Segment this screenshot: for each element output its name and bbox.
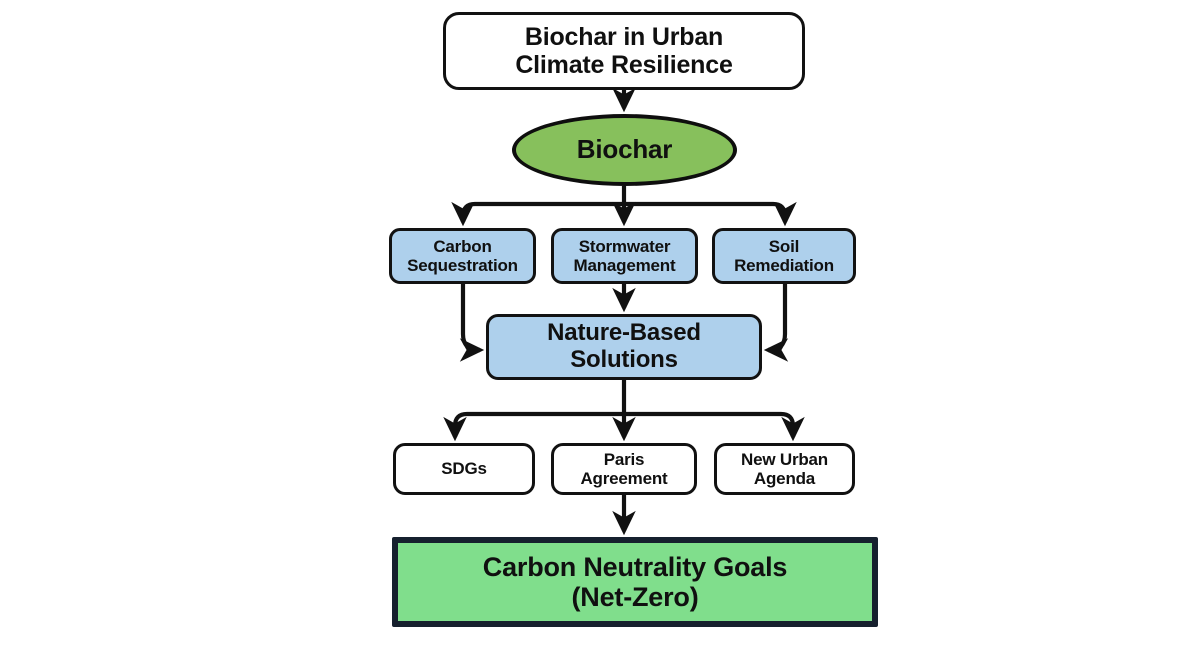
edge-nbs-to-new-urban [780, 411, 805, 442]
node-paris-agreement[interactable]: Paris Agreement [551, 443, 697, 495]
node-stormwater-management-label: Stormwater Management [573, 236, 676, 275]
node-new-urban-agenda[interactable]: New Urban Agenda [714, 443, 855, 495]
node-new-urban-agenda-label: New Urban Agenda [741, 449, 828, 488]
node-stormwater-management[interactable]: Stormwater Management [551, 228, 698, 284]
node-carbon-neutrality-goals[interactable]: Carbon Neutrality Goals (Net-Zero) [392, 537, 878, 627]
edge-carbon-to-nbs [459, 284, 485, 362]
node-carbon-sequestration[interactable]: Carbon Sequestration [389, 228, 536, 284]
node-title-label: Biochar in Urban Climate Resilience [515, 23, 733, 79]
edge-biochar-to-carbon [451, 201, 476, 227]
node-nature-based-solutions[interactable]: Nature-Based Solutions [486, 314, 762, 380]
node-biochar[interactable]: Biochar [512, 114, 737, 186]
node-title[interactable]: Biochar in Urban Climate Resilience [443, 12, 805, 90]
node-sdgs-label: SDGs [441, 459, 487, 479]
node-nature-based-solutions-label: Nature-Based Solutions [547, 319, 701, 373]
edge-biochar-to-soil [772, 201, 797, 227]
node-sdgs[interactable]: SDGs [393, 443, 535, 495]
node-carbon-neutrality-goals-label: Carbon Neutrality Goals (Net-Zero) [482, 551, 788, 612]
node-paris-agreement-label: Paris Agreement [580, 449, 668, 488]
node-soil-remediation[interactable]: Soil Remediation [712, 228, 856, 284]
edge-soil-to-nbs [763, 284, 789, 362]
node-carbon-sequestration-label: Carbon Sequestration [407, 236, 518, 275]
node-biochar-label: Biochar [576, 134, 673, 165]
edge-nbs-to-sdgs [443, 411, 468, 442]
node-soil-remediation-label: Soil Remediation [734, 236, 834, 275]
